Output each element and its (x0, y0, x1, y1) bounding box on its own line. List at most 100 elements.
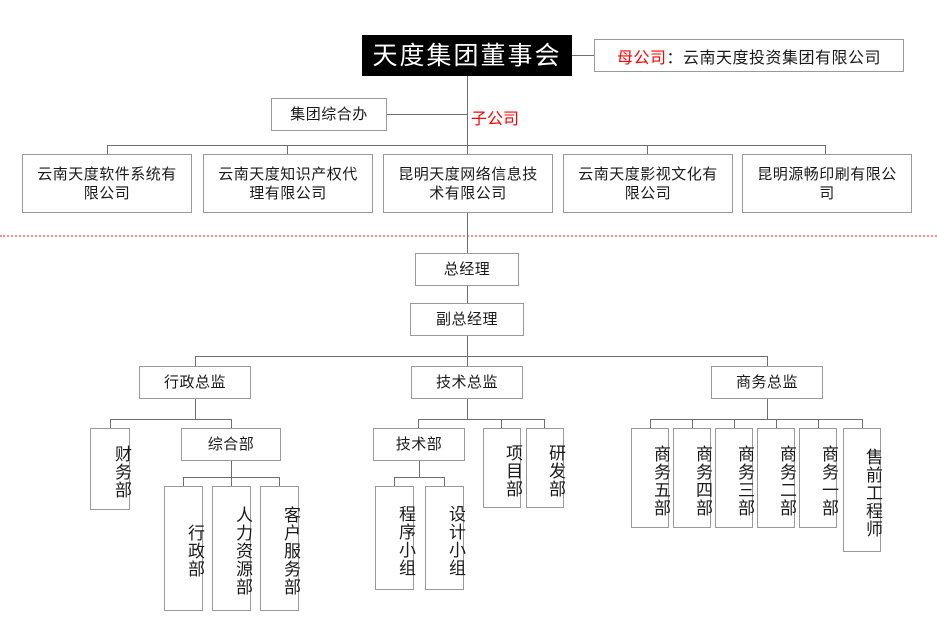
connector-sub-drop-2 (287, 145, 288, 154)
node-subsidiary-2[interactable]: 云南天度知识产权代理有限公司 (203, 154, 373, 213)
node-group-office[interactable]: 集团综合办 (271, 98, 387, 131)
connector-dgm-spine (467, 336, 468, 356)
connector-director-drop-2 (467, 356, 468, 366)
connector-business-spine (767, 399, 768, 419)
node-label: 售前工程师 (862, 447, 882, 538)
connector-tech-child-drop-1 (394, 477, 395, 486)
node-business-unit-5[interactable]: 商务五部 (631, 428, 670, 528)
parent-company-name: 云南天度投资集团有限公司 (683, 47, 882, 67)
connector-biz-drop-3 (734, 419, 735, 428)
node-subsidiary-1[interactable]: 云南天度软件系统有限公司 (22, 154, 192, 213)
connector-tech-drop-project (501, 419, 502, 428)
node-label: 总经理 (443, 260, 491, 279)
connector-admin-spine (195, 399, 196, 419)
node-label: 云南天度影视文化有限公司 (578, 164, 718, 202)
node-rd-department[interactable]: 研发部 (526, 428, 565, 508)
connector-biz-drop-2 (692, 419, 693, 428)
node-label: 云南天度软件系统有限公司 (37, 164, 177, 202)
connector-tech-drop-dept (418, 419, 419, 428)
connector-ga-drop-3 (279, 477, 280, 486)
parent-company-tag: 母公司 (616, 47, 667, 67)
connector-board-to-parent (572, 55, 594, 56)
node-administration-department[interactable]: 行政部 (164, 486, 204, 611)
connector-biz-drop-6 (862, 419, 863, 428)
node-customer-service-department[interactable]: 客户服务部 (260, 486, 300, 611)
connector-business-bus (650, 419, 862, 420)
node-label: 行政总监 (163, 373, 226, 392)
node-subsidiary-4[interactable]: 云南天度影视文化有限公司 (563, 154, 733, 213)
node-label: 项目部 (502, 443, 522, 498)
node-business-unit-1[interactable]: 商务一部 (799, 428, 838, 528)
node-label: 昆明天度网络信息技术有限公司 (398, 164, 538, 202)
node-business-unit-2[interactable]: 商务二部 (757, 428, 796, 528)
connector-subsidiary-bus (107, 145, 825, 146)
node-label: 人力资源部 (232, 506, 252, 596)
connector-tech-dept-bus (394, 477, 444, 478)
node-parent-company[interactable]: 母公司：云南天度投资集团有限公司 (594, 39, 904, 72)
connector-sub-drop-1 (107, 145, 108, 154)
node-business-unit-3[interactable]: 商务三部 (715, 428, 754, 528)
node-label: 商务二部 (776, 444, 796, 517)
section-divider (0, 235, 937, 237)
node-subsidiary-5[interactable]: 昆明源畅印刷有限公司 (742, 154, 912, 213)
node-label: 研发部 (545, 443, 565, 498)
connector-divider-to-gm (467, 213, 468, 253)
node-label: 程序小组 (395, 504, 415, 577)
node-label: 昆明源畅印刷有限公司 (757, 164, 897, 202)
node-label: 财务部 (111, 444, 131, 499)
parent-company-separator: ： (666, 47, 683, 67)
connector-admin-drop-finance (110, 419, 111, 428)
connector-gm-to-dgm (467, 286, 468, 303)
connector-ga-drop-2 (231, 477, 232, 486)
node-label: 技术部 (395, 435, 443, 454)
connector-tech-bus (418, 419, 544, 420)
node-label: 商务五部 (650, 444, 670, 517)
node-project-department[interactable]: 项目部 (483, 428, 522, 508)
node-label: 副总经理 (435, 310, 498, 329)
connector-biz-drop-4 (776, 419, 777, 428)
connector-admin-drop-general (231, 419, 232, 428)
node-general-manager[interactable]: 总经理 (415, 253, 519, 286)
connector-tech-child-drop-2 (444, 477, 445, 486)
label-subsidiary-tag: 子公司 (471, 109, 520, 128)
node-label: 天度集团董事会 (372, 40, 562, 70)
connector-biz-drop-1 (650, 419, 651, 428)
connector-director-drop-3 (767, 356, 768, 366)
node-label: 综合部 (207, 435, 255, 454)
node-label: 云南天度知识产权代理有限公司 (218, 164, 358, 202)
connector-sub-drop-5 (825, 145, 826, 154)
node-label: 行政部 (184, 524, 204, 578)
node-label: 技术总监 (435, 373, 498, 392)
node-human-resources-department[interactable]: 人力资源部 (212, 486, 252, 611)
node-technology-department[interactable]: 技术部 (373, 428, 465, 461)
connector-admin-bus (110, 419, 231, 420)
connector-director-bus (195, 356, 767, 357)
connector-board-spine (467, 76, 468, 145)
node-subsidiary-3[interactable]: 昆明天度网络信息技术有限公司 (383, 154, 553, 213)
node-label: 商务一部 (818, 444, 838, 517)
connector-director-drop-1 (195, 356, 196, 366)
node-board-of-directors[interactable]: 天度集团董事会 (362, 35, 572, 76)
connector-group-office-to-spine (387, 114, 467, 115)
node-label: 商务总监 (735, 373, 798, 392)
node-director-admin[interactable]: 行政总监 (139, 366, 251, 399)
node-director-tech[interactable]: 技术总监 (411, 366, 523, 399)
connector-general-affairs-spine (231, 461, 232, 477)
node-programming-team[interactable]: 程序小组 (375, 486, 415, 590)
node-presales-engineer[interactable]: 售前工程师 (843, 428, 882, 552)
node-business-unit-4[interactable]: 商务四部 (673, 428, 712, 528)
node-label: 设计小组 (445, 504, 465, 577)
node-general-affairs-department[interactable]: 综合部 (181, 428, 281, 461)
connector-tech-spine (467, 399, 468, 419)
connector-sub-drop-4 (647, 145, 648, 154)
node-deputy-general-manager[interactable]: 副总经理 (410, 303, 524, 336)
node-label: 商务四部 (692, 444, 712, 517)
node-design-team[interactable]: 设计小组 (425, 486, 465, 590)
node-director-business[interactable]: 商务总监 (711, 366, 823, 399)
connector-ga-drop-1 (183, 477, 184, 486)
connector-tech-dept-spine (419, 461, 420, 477)
node-finance-department[interactable]: 财务部 (90, 428, 131, 510)
connector-biz-drop-5 (818, 419, 819, 428)
connector-tech-drop-rd (544, 419, 545, 428)
